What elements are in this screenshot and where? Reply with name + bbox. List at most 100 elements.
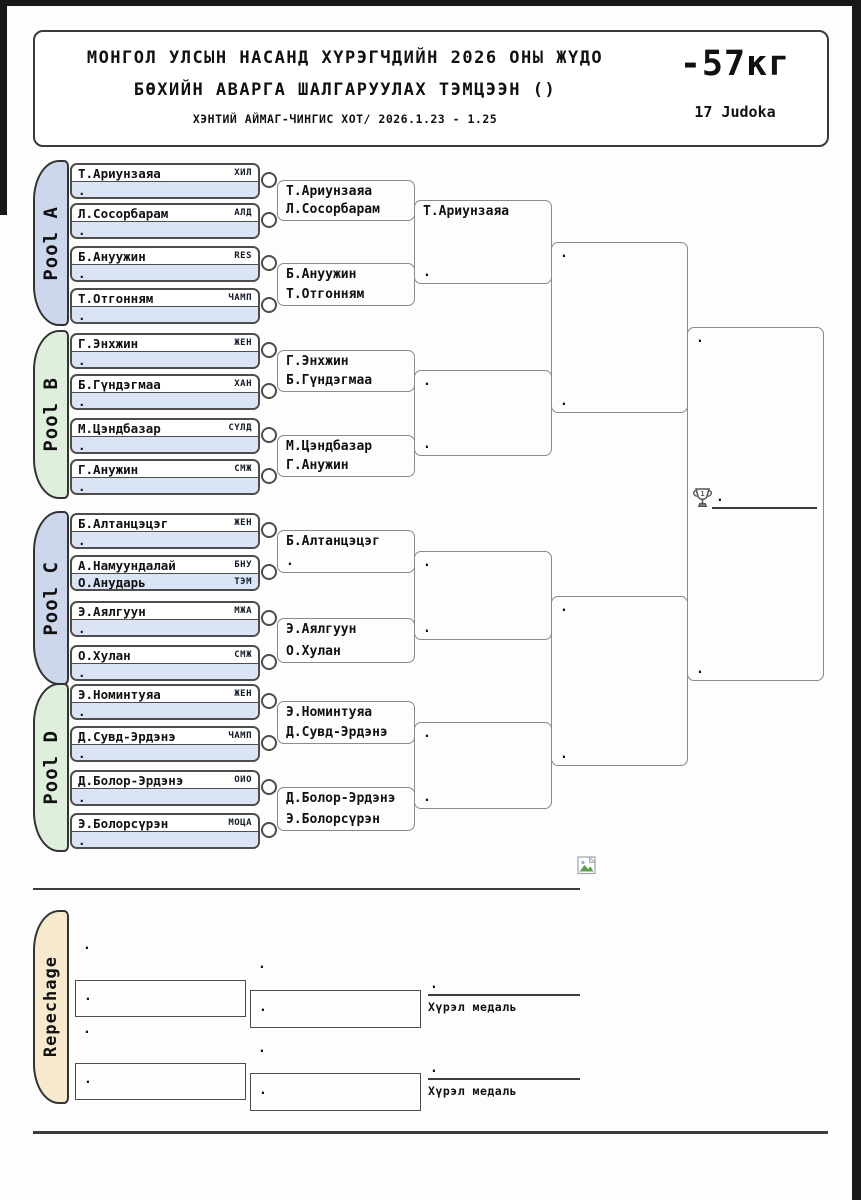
participant-slot: Т.Ариунзаяа	[286, 184, 373, 199]
repechage-label: Repechage	[41, 956, 61, 1058]
athlete-name: Д.Болор-Эрдэнэ	[78, 772, 184, 788]
score-cell: .	[78, 182, 86, 198]
repechage-box: .	[250, 1073, 421, 1111]
connector-circle	[261, 522, 277, 538]
participant-slot: Э.Болорсүрэн	[286, 812, 380, 827]
participant-slot: Э.Аялгуун	[286, 622, 357, 637]
club-tag: СМЖ	[234, 464, 252, 474]
connector-circle	[261, 735, 277, 751]
match-box-r3: . .	[414, 370, 552, 456]
score-cell: .	[78, 620, 86, 636]
score-cell: .	[78, 352, 86, 368]
repechage-seed-dot: .	[83, 1022, 91, 1037]
repechage-box: .	[250, 990, 421, 1028]
header-box	[33, 30, 829, 147]
pool-b-label: Pool B	[40, 377, 62, 452]
club-tag: ХИЛ	[234, 168, 252, 178]
club-tag: ЖЕН	[234, 518, 252, 528]
winner-slot-dot: .	[430, 977, 438, 992]
participant-slot: Б.Гүндэгмаа	[286, 373, 373, 388]
participant-slot: .	[696, 662, 704, 677]
score-cell: .	[78, 478, 86, 494]
participant-slot: Б.Ануужин	[286, 267, 357, 282]
athlete-name: Э.Номинтуяа	[78, 686, 161, 702]
repechage-box: .	[75, 980, 246, 1017]
connector-circle	[261, 822, 277, 838]
participant-slot: Д.Болор-Эрдэнэ	[286, 791, 396, 806]
tournament-title-line1: МОНГОЛ УЛСЫН НАСАНД ХҮРЭГЧДИЙН 2026 ОНЫ …	[86, 48, 604, 68]
score-cell: .	[78, 265, 86, 281]
match-box-r2: Э.Номинтуяа Д.Сувд-Эрдэнэ	[277, 701, 415, 744]
repechage-box: .	[75, 1063, 246, 1100]
athlete-name: Б.Гүндэгмаа	[78, 376, 161, 392]
section-separator	[33, 888, 580, 890]
pool-a-label: Pool A	[40, 205, 62, 281]
athlete-name: Б.Алтанцэцэг	[78, 515, 169, 531]
score-cell: .	[78, 664, 86, 680]
athlete-name: О.Анударь	[78, 574, 146, 590]
repechage-seed-dot: .	[258, 957, 266, 972]
participant-slot: .	[696, 331, 704, 346]
repechage-seed-dot: .	[258, 1041, 266, 1056]
match-box-r2: Б.Алтанцэцэг .	[277, 530, 415, 573]
athlete-name: Д.Сувд-Эрдэнэ	[78, 728, 176, 744]
repechage-seed-dot: .	[83, 938, 91, 953]
match-box-r2: Б.Ануужин Т.Отгонням	[277, 263, 415, 306]
connector-circle	[261, 342, 277, 358]
participant-slot: .	[259, 1083, 267, 1098]
pool-tab-d: Pool D	[33, 683, 69, 852]
participant-slot: .	[560, 394, 568, 409]
broken-image-icon	[577, 856, 596, 875]
winner-line	[712, 507, 817, 509]
svg-text:1: 1	[700, 490, 704, 498]
judoka-count: 17 Judoka	[694, 103, 776, 121]
score-cell: .	[78, 532, 86, 548]
participant-slot: Б.Алтанцэцэг	[286, 534, 380, 549]
athlete-name: О.Хулан	[78, 647, 131, 663]
venue-date-subtitle: ХЭНТИЙ АЙМАГ-ЧИНГИС ХОТ/ 2026.1.23 - 1.2…	[192, 112, 498, 126]
bronze-medal-label: Хүрэл медаль	[428, 1084, 518, 1098]
participant-slot: Г.Анужин	[286, 458, 349, 473]
athlete-name: А.Намуундалай	[78, 557, 176, 573]
weight-class: -57кг	[679, 44, 791, 84]
participant-slot: .	[423, 621, 431, 636]
score-cell: .	[78, 789, 86, 805]
pool-tab-b: Pool B	[33, 330, 69, 499]
participant-slot: .	[423, 374, 431, 389]
participant-slot: .	[560, 600, 568, 615]
match-box-r2: Э.Аялгуун О.Хулан	[277, 618, 415, 663]
frame-edge-top	[0, 0, 861, 6]
participant-slot: Э.Номинтуяа	[286, 705, 373, 720]
trophy-icon: 1	[693, 488, 712, 507]
club-tag: RES	[234, 251, 252, 261]
participant-slot: .	[423, 726, 431, 741]
bronze-medal-label: Хүрэл медаль	[428, 1000, 518, 1014]
semifinal-box: . .	[551, 242, 688, 413]
connector-circle	[261, 212, 277, 228]
club-tag: ХАН	[234, 379, 252, 389]
connector-circle	[261, 654, 277, 670]
club-tag: ЖЕН	[234, 338, 252, 348]
athlete-name: Л.Сосорбарам	[78, 205, 169, 221]
score-cell: .	[78, 703, 86, 719]
connector-circle	[261, 172, 277, 188]
match-box-r2: Т.Ариунзаяа Л.Сосорбарам	[277, 180, 415, 221]
connector-circle	[261, 297, 277, 313]
connector-circle	[261, 255, 277, 271]
match-box-r2: Д.Болор-Эрдэнэ Э.Болорсүрэн	[277, 787, 415, 831]
score-cell: .	[78, 222, 86, 238]
participant-slot: .	[423, 437, 431, 452]
winner-slot-dot: .	[716, 490, 724, 505]
pool-c-label: Pool C	[40, 560, 62, 636]
club-tag: МОЦА	[228, 818, 252, 828]
participant-slot: .	[423, 790, 431, 805]
